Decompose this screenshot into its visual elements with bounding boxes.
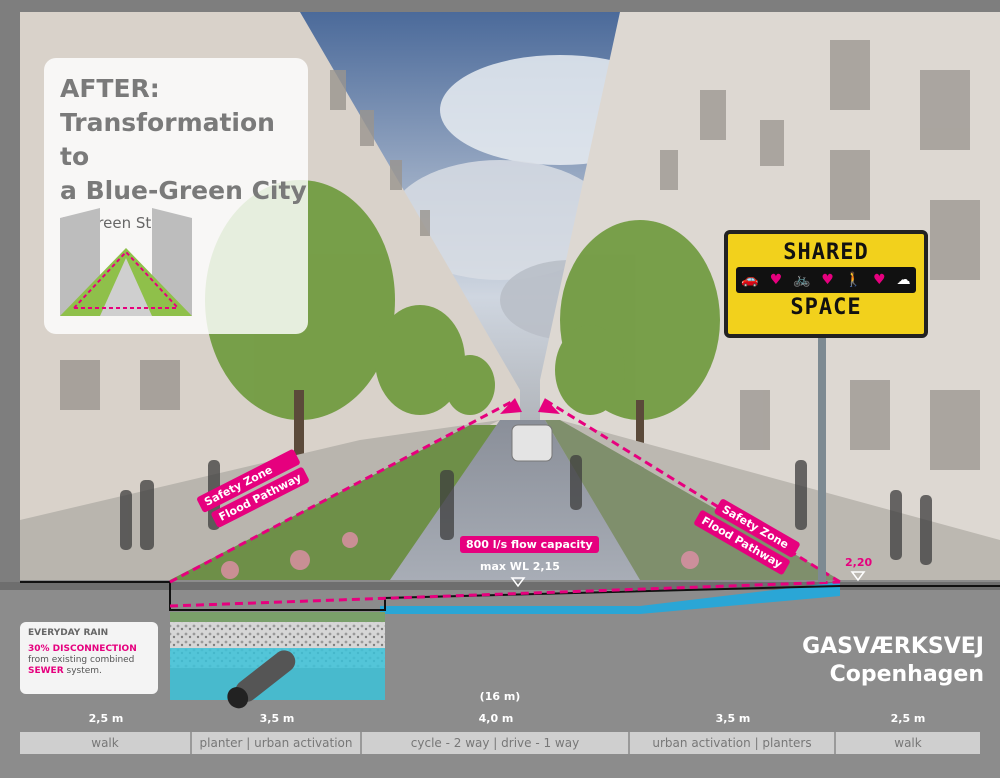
title-card: AFTER: Transformation to a Blue-Green Ci… <box>44 58 308 334</box>
lane-width-1: 2,5 m <box>88 712 124 725</box>
heart-icon: ♥ <box>873 272 886 288</box>
lane-road: cycle - 2 way | drive - 1 way <box>362 732 630 754</box>
street-diagram-icon <box>60 208 192 316</box>
heart-icon: ♥ <box>769 272 783 288</box>
sign-icon-row: 🚗 ♥ 🚲 ♥ 🚶 ♥ ☁ <box>736 267 916 293</box>
title-line-1: AFTER: <box>60 74 160 103</box>
title-line-2: Transformation to <box>60 108 275 171</box>
arrow-head-right <box>538 398 560 414</box>
lane-walk-right: walk <box>836 732 980 754</box>
shared-space-sign: SHARED 🚗 ♥ 🚲 ♥ 🚶 ♥ ☁ SPACE <box>724 230 928 338</box>
arrow-head-left <box>500 398 522 414</box>
drain-pipe <box>227 650 296 709</box>
sewer-text: system. <box>66 666 102 676</box>
water-channel <box>380 582 840 614</box>
title-line-3: a Blue-Green City <box>60 176 307 205</box>
lane-planter-left: planter | urban activation <box>192 732 362 754</box>
heart-icon: ♥ <box>821 272 834 288</box>
disconnection-highlight: 30% DISCONNECTION <box>28 644 137 654</box>
sign-bottom-word: SPACE <box>790 295 862 320</box>
lane-planter-right: urban activation | planters <box>630 732 836 754</box>
wl-marker <box>510 577 526 588</box>
sign-pole <box>818 330 826 582</box>
pedestrians-icon: 🚶 <box>844 272 863 288</box>
car <box>511 424 553 462</box>
right-level-label: 2,20 <box>845 556 873 569</box>
level-marker <box>850 571 866 582</box>
lane-width-4: 3,5 m <box>715 712 751 725</box>
lane-width-3: 4,0 m <box>478 712 514 725</box>
flow-capacity-label: 800 l/s flow capacity <box>460 536 599 553</box>
total-width-label: (16 m) <box>479 690 521 703</box>
lane-walk-left: walk <box>20 732 192 754</box>
everyday-rain-text: 30% DISCONNECTION from existing combined… <box>28 644 150 677</box>
street-name: GASVÆRKSVEJ <box>802 634 984 659</box>
lane-width-5: 2,5 m <box>890 712 926 725</box>
max-water-level-label: max WL 2,15 <box>480 560 560 573</box>
lane-width-2: 3,5 m <box>259 712 295 725</box>
sewer-highlight: SEWER <box>28 666 64 676</box>
cloud-icon: ☁ <box>896 272 911 288</box>
disconnection-text: from existing combined <box>28 655 135 665</box>
everyday-rain-box: EVERYDAY RAIN 30% DISCONNECTION from exi… <box>20 622 158 694</box>
bicycle-icon: 🚲 <box>793 272 811 288</box>
everyday-rain-heading: EVERYDAY RAIN <box>28 628 109 638</box>
city-name: Copenhagen <box>829 662 984 687</box>
sign-top-word: SHARED <box>783 240 869 265</box>
car-icon: 🚗 <box>741 272 759 288</box>
